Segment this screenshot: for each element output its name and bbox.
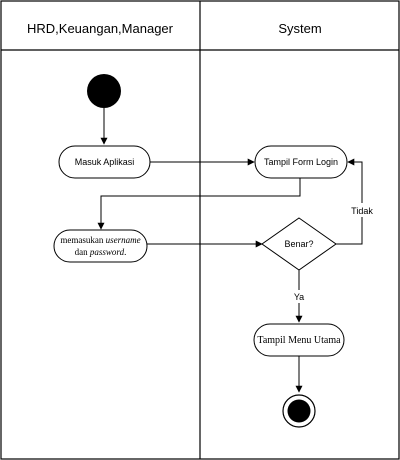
activity-tampil-menu-utama	[253, 323, 345, 357]
memasukan-prefix: memasukan	[60, 235, 105, 245]
ya-label-bg	[290, 290, 308, 303]
decision-benar	[261, 217, 337, 271]
edge-label-ya: Ya	[294, 292, 304, 302]
tidak-label-bg	[348, 203, 376, 217]
edge-form-to-input	[97, 178, 301, 230]
edge-label-tidak: Tidak	[351, 206, 373, 216]
activity-masuk-aplikasi-label: Masuk Aplikasi	[75, 157, 135, 167]
decision-benar-label: Benar?	[284, 239, 313, 249]
lane-title-actor: HRD,Keuangan,Manager	[27, 21, 174, 36]
activity-tampil-form-login	[254, 145, 348, 179]
memasukan-password: password	[89, 247, 125, 257]
memasukan-suffix: .	[124, 247, 126, 257]
memasukan-dan: dan	[75, 247, 90, 257]
activity-memasukan-line1: memasukan username	[60, 235, 140, 245]
initial-node	[87, 74, 121, 108]
activity-memasukan-line2: dan password.	[75, 247, 127, 257]
activity-tampil-menu-utama-label: Tampil Menu Utama	[257, 335, 341, 346]
final-node	[287, 399, 311, 423]
memasukan-username: username	[106, 235, 141, 245]
activity-memasukan	[53, 229, 148, 263]
activity-masuk-aplikasi	[58, 145, 151, 179]
lane-title-system: System	[278, 21, 321, 36]
activity-tampil-form-login-label: Tampil Form Login	[264, 157, 338, 167]
